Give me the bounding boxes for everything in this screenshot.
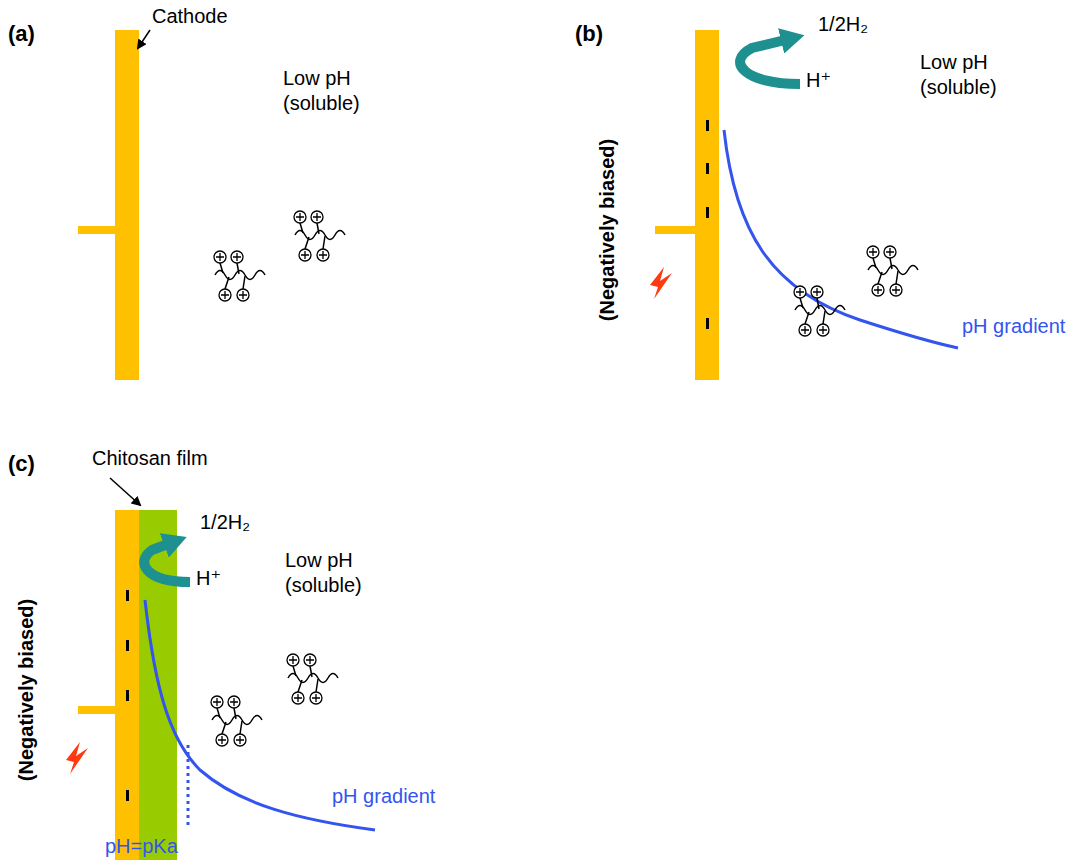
reaction-arrow (740, 40, 800, 84)
cathode (78, 30, 139, 380)
leader-line (138, 30, 150, 48)
condition-note: Low pH (soluble) (283, 66, 383, 116)
ph-gradient-curve (724, 130, 958, 348)
bias-label: (Negatively biased) (595, 139, 620, 321)
panel-letter: (a) (8, 20, 35, 48)
negative-charge (126, 590, 129, 801)
polymer (294, 211, 345, 261)
reaction-label: 1/2H₂ (200, 510, 250, 535)
pka-line (187, 745, 190, 828)
lightning (650, 267, 672, 299)
polymer (287, 654, 338, 704)
polymer (211, 696, 262, 746)
bias-label: (Negatively biased) (14, 599, 39, 781)
cathode (78, 510, 139, 860)
reaction-label: 1/2H₂ (818, 12, 868, 37)
panel-letter: (b) (575, 20, 603, 48)
leader-line (110, 478, 140, 505)
part-name: Chitosan film (92, 446, 208, 471)
polymer (794, 286, 845, 336)
gradient-label: pH gradient (962, 314, 1065, 339)
polymer (214, 251, 265, 301)
condition-note: Low pH (soluble) (285, 548, 385, 598)
reaction-arrow (144, 544, 190, 582)
cathode (655, 30, 719, 380)
panel-letter: (c) (8, 450, 35, 478)
reaction-label: H⁺ (196, 566, 221, 591)
part-name: Cathode (152, 4, 228, 29)
ph-label: pH=pKa (105, 834, 178, 859)
polymer (867, 246, 918, 296)
gradient-label: pH gradient (332, 784, 435, 809)
condition-note: Low pH (soluble) (920, 50, 1020, 100)
negative-charge (706, 120, 709, 329)
lightning (66, 742, 88, 774)
reaction-label: H⁺ (806, 68, 831, 93)
